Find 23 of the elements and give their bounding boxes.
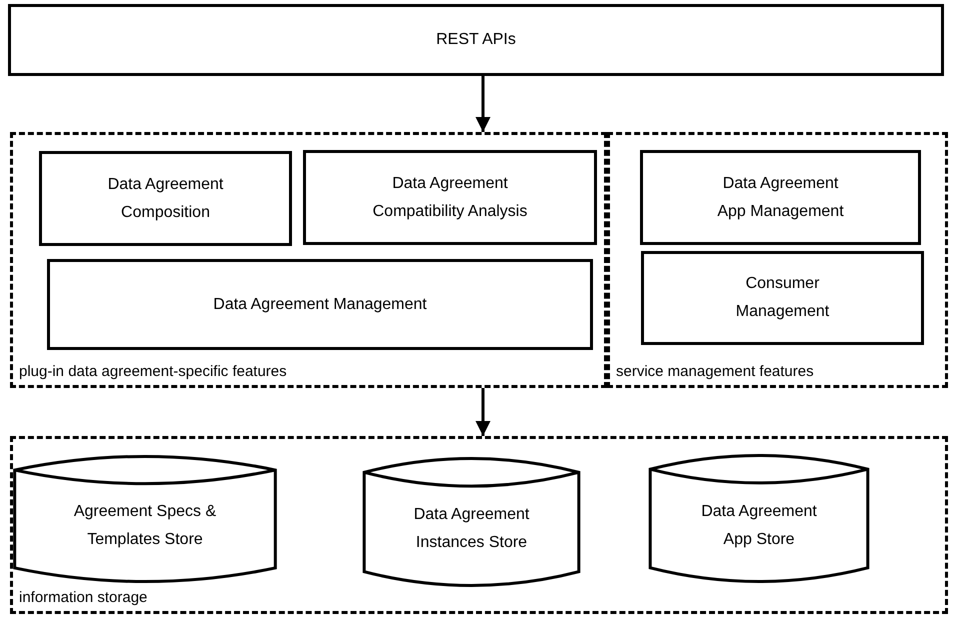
process-box: [8, 4, 944, 76]
process-box: [641, 251, 924, 345]
arrow: [476, 388, 490, 436]
process-box: [303, 150, 597, 245]
dashed-group-frame: [10, 132, 607, 388]
node-label: REST APIs: [436, 30, 516, 50]
node-label: information storage: [19, 588, 148, 608]
node-label: service management features: [616, 362, 814, 382]
node-label: Data Agreement Compatibility Analysis: [372, 174, 528, 222]
arrow: [476, 76, 490, 132]
node-label: Data Agreement Composition: [106, 174, 224, 222]
dashed-group-frame: [607, 132, 948, 388]
node-label: Agreement Specs & Templates Store: [72, 502, 218, 550]
node-label: Data Agreement Instances Store: [412, 505, 530, 553]
node-label: plug-in data agreement-specific features: [19, 362, 287, 382]
node-label: Data Agreement App Management: [716, 174, 845, 222]
node-label: Data Agreement App Store: [700, 502, 818, 550]
node-label: Consumer Management: [734, 274, 830, 322]
process-box: [39, 151, 292, 246]
process-box: [640, 150, 921, 245]
process-box: [47, 259, 593, 350]
node-label: Data Agreement Management: [213, 294, 427, 314]
dashed-group-frame: [10, 436, 948, 614]
